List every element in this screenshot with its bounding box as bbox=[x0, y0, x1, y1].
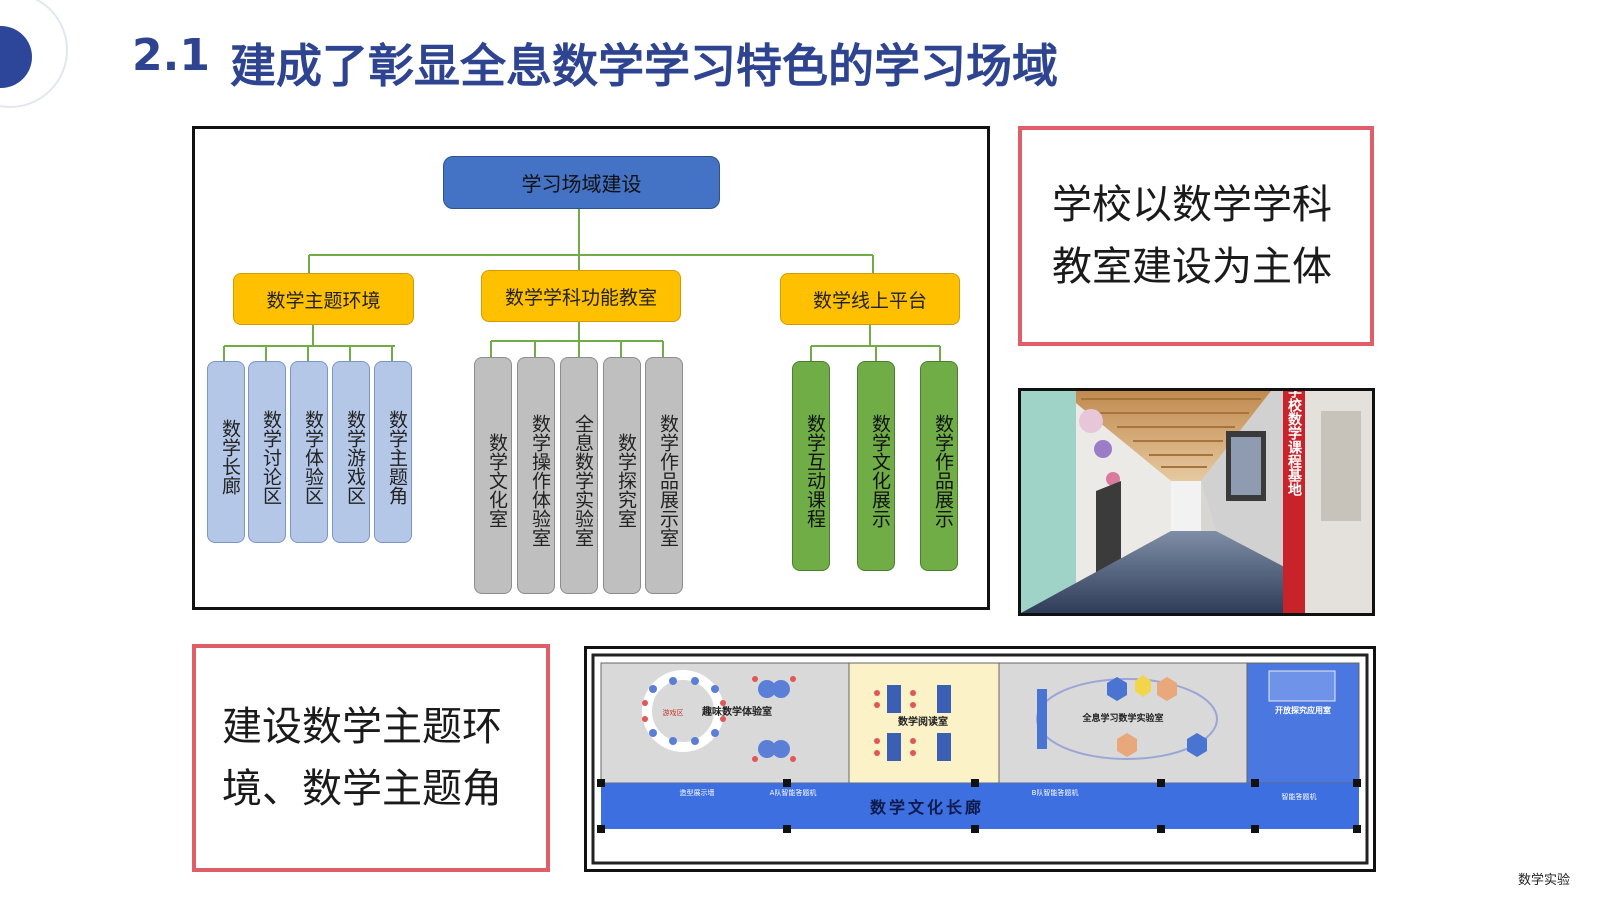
corridor-photo-art: 徐州市崇信学校数学课程基地 bbox=[1021, 391, 1372, 613]
area-label: 智能答题机 bbox=[1282, 792, 1317, 801]
photo-banner-text: 徐州市崇信学校数学课程基地 bbox=[1286, 391, 1303, 497]
footer-tag: 数学实验 bbox=[1517, 873, 1570, 888]
leaf-node: 全息数学实验室 bbox=[560, 357, 598, 594]
room-label: 数学阅读室 bbox=[898, 715, 948, 728]
leaf-node: 数学作品展示室 bbox=[645, 357, 683, 594]
org-chart: 学习场域建设 数学主题环境 数学学科功能教室 数学线上平台 数学长廊 数学讨论区… bbox=[192, 126, 990, 610]
callout-line: 建设数学主题环 bbox=[222, 704, 502, 750]
root-node: 学习场域建设 bbox=[443, 156, 720, 209]
leaf-node: 数学主题角 bbox=[374, 361, 412, 543]
leaf-node: 数学文化展示 bbox=[857, 361, 895, 571]
room-label: 全息学习数学实验室 bbox=[1081, 712, 1163, 724]
corridor-label: 数学文化长廊 bbox=[870, 798, 984, 817]
callout-box-bottom: 建设数学主题环 境、数学主题角 bbox=[192, 644, 550, 872]
page-title: 建成了彰显全息数学学习特色的学习场域 bbox=[230, 39, 1058, 93]
floor-plan-art: 趣味数学体验室 游戏区 数学阅读室 全息学习数学实验室 开放探究应用室 bbox=[591, 653, 1369, 865]
callout-line: 教室建设为主体 bbox=[1052, 244, 1332, 290]
leaf-node: 数学长廊 bbox=[207, 361, 245, 543]
leaf-node: 数学游戏区 bbox=[332, 361, 370, 543]
area-label: 造型展示墙 bbox=[680, 788, 715, 797]
leaf-node: 数学作品展示 bbox=[920, 361, 958, 571]
callout-line: 学校以数学学科 bbox=[1052, 182, 1332, 228]
area-label: A队智能答题机 bbox=[770, 788, 817, 797]
branch-node-theme-environment: 数学主题环境 bbox=[233, 273, 414, 325]
callout-line: 境、数学主题角 bbox=[222, 766, 502, 812]
area-label: B队智能答题机 bbox=[1032, 788, 1079, 797]
org-chart-connectors bbox=[223, 209, 941, 361]
leaf-node: 数学互动课程 bbox=[792, 361, 830, 571]
callout-box-top: 学校以数学学科 教室建设为主体 bbox=[1018, 126, 1374, 346]
branch-node-online-platform: 数学线上平台 bbox=[780, 273, 960, 325]
leaf-node: 数学讨论区 bbox=[248, 361, 286, 543]
area-label: 游戏区 bbox=[663, 708, 684, 717]
corridor-photo: 徐州市崇信学校数学课程基地 bbox=[1018, 388, 1375, 616]
leaf-node: 数学文化室 bbox=[474, 357, 512, 594]
branch-node-function-classroom: 数学学科功能教室 bbox=[481, 270, 681, 322]
room-label: 开放探究应用室 bbox=[1275, 705, 1331, 715]
leaf-node: 数学操作体验室 bbox=[517, 357, 555, 594]
room-label: 趣味数学体验室 bbox=[701, 705, 772, 718]
floor-plan: 趣味数学体验室 游戏区 数学阅读室 全息学习数学实验室 开放探究应用室 bbox=[584, 646, 1376, 872]
leaf-node: 数学体验区 bbox=[290, 361, 328, 543]
leaf-node: 数学探究室 bbox=[603, 357, 641, 594]
section-number: 2.1 bbox=[132, 30, 210, 81]
